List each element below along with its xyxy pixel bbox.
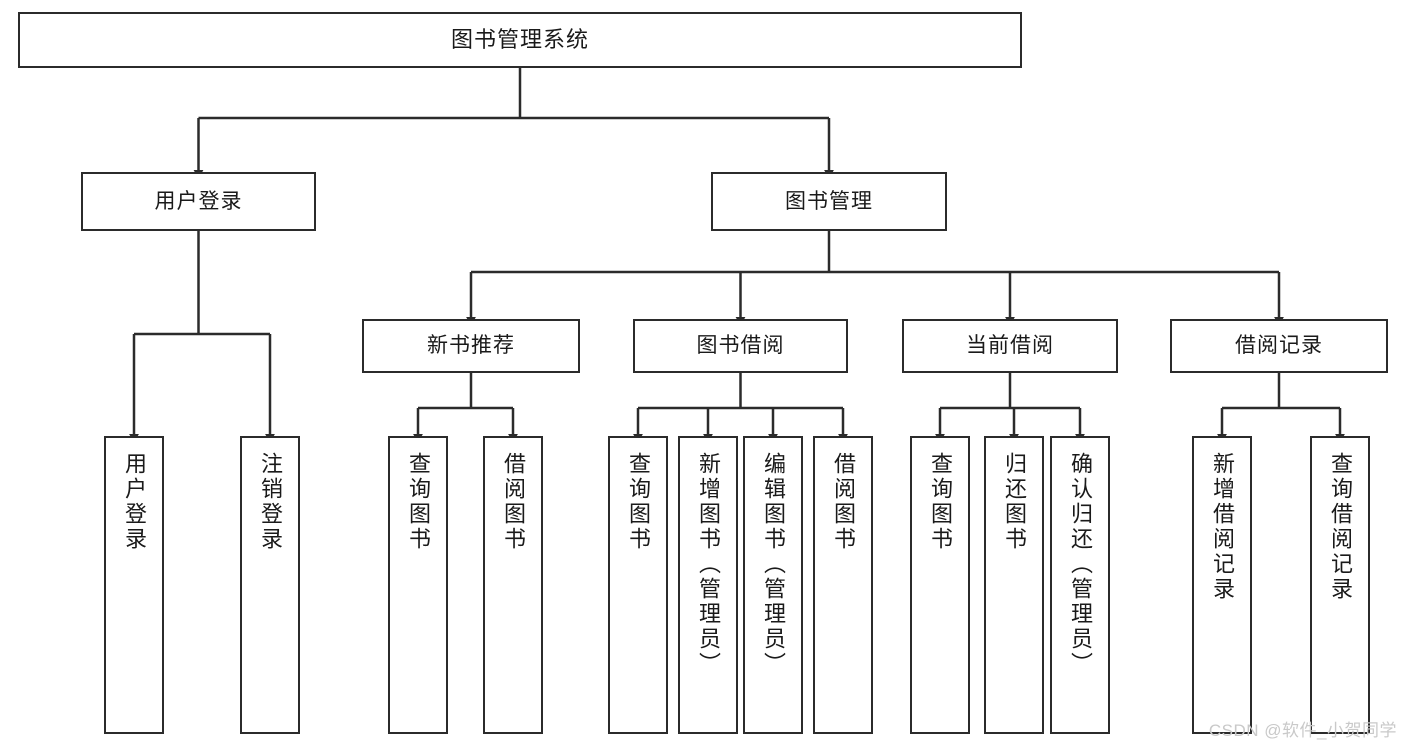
node-label-leaf-query-rec: 查询借阅记录 — [1328, 452, 1353, 602]
node-book-manage[interactable]: 图书管理 — [711, 172, 947, 231]
node-leaf-query-rec[interactable]: 查询借阅记录 — [1310, 436, 1370, 734]
node-label-borrow-record: 借阅记录 — [1235, 334, 1323, 358]
node-label-leaf-query-3: 查询图书 — [928, 452, 953, 552]
node-book-borrow[interactable]: 图书借阅 — [633, 319, 848, 373]
node-leaf-edit-book[interactable]: 编辑图书（管理员） — [743, 436, 803, 734]
node-label-book-manage: 图书管理 — [785, 189, 873, 213]
node-label-leaf-login: 用户登录 — [122, 452, 147, 552]
node-label-leaf-add-book: 新增图书（管理员） — [696, 452, 721, 677]
node-label-leaf-add-rec: 新增借阅记录 — [1210, 452, 1235, 602]
node-leaf-logout[interactable]: 注销登录 — [240, 436, 300, 734]
node-leaf-query-1[interactable]: 查询图书 — [388, 436, 448, 734]
node-root[interactable]: 图书管理系统 — [18, 12, 1022, 68]
node-current-borrow[interactable]: 当前借阅 — [902, 319, 1118, 373]
node-leaf-borrow-2[interactable]: 借阅图书 — [813, 436, 873, 734]
node-label-leaf-borrow-1: 借阅图书 — [501, 452, 526, 552]
node-label-leaf-query-2: 查询图书 — [626, 452, 651, 552]
node-leaf-query-3[interactable]: 查询图书 — [910, 436, 970, 734]
node-leaf-return[interactable]: 归还图书 — [984, 436, 1044, 734]
node-label-leaf-query-1: 查询图书 — [406, 452, 431, 552]
node-leaf-add-rec[interactable]: 新增借阅记录 — [1192, 436, 1252, 734]
node-leaf-borrow-1[interactable]: 借阅图书 — [483, 436, 543, 734]
node-label-user-login: 用户登录 — [154, 189, 243, 213]
node-leaf-confirm[interactable]: 确认归还（管理员） — [1050, 436, 1110, 734]
node-label-leaf-borrow-2: 借阅图书 — [831, 452, 856, 552]
node-label-leaf-confirm: 确认归还（管理员） — [1068, 452, 1093, 677]
node-borrow-record[interactable]: 借阅记录 — [1170, 319, 1388, 373]
node-label-current-borrow: 当前借阅 — [966, 334, 1054, 358]
node-user-login[interactable]: 用户登录 — [81, 172, 316, 231]
node-new-book-rec[interactable]: 新书推荐 — [362, 319, 580, 373]
node-label-leaf-return: 归还图书 — [1002, 452, 1027, 552]
node-label-book-borrow: 图书借阅 — [696, 334, 785, 358]
node-leaf-login[interactable]: 用户登录 — [104, 436, 164, 734]
node-label-new-book-rec: 新书推荐 — [427, 334, 515, 358]
node-label-leaf-edit-book: 编辑图书（管理员） — [761, 452, 786, 677]
node-leaf-add-book[interactable]: 新增图书（管理员） — [678, 436, 738, 734]
node-leaf-query-2[interactable]: 查询图书 — [608, 436, 668, 734]
node-label-root: 图书管理系统 — [450, 26, 589, 52]
node-label-leaf-logout: 注销登录 — [258, 452, 283, 552]
